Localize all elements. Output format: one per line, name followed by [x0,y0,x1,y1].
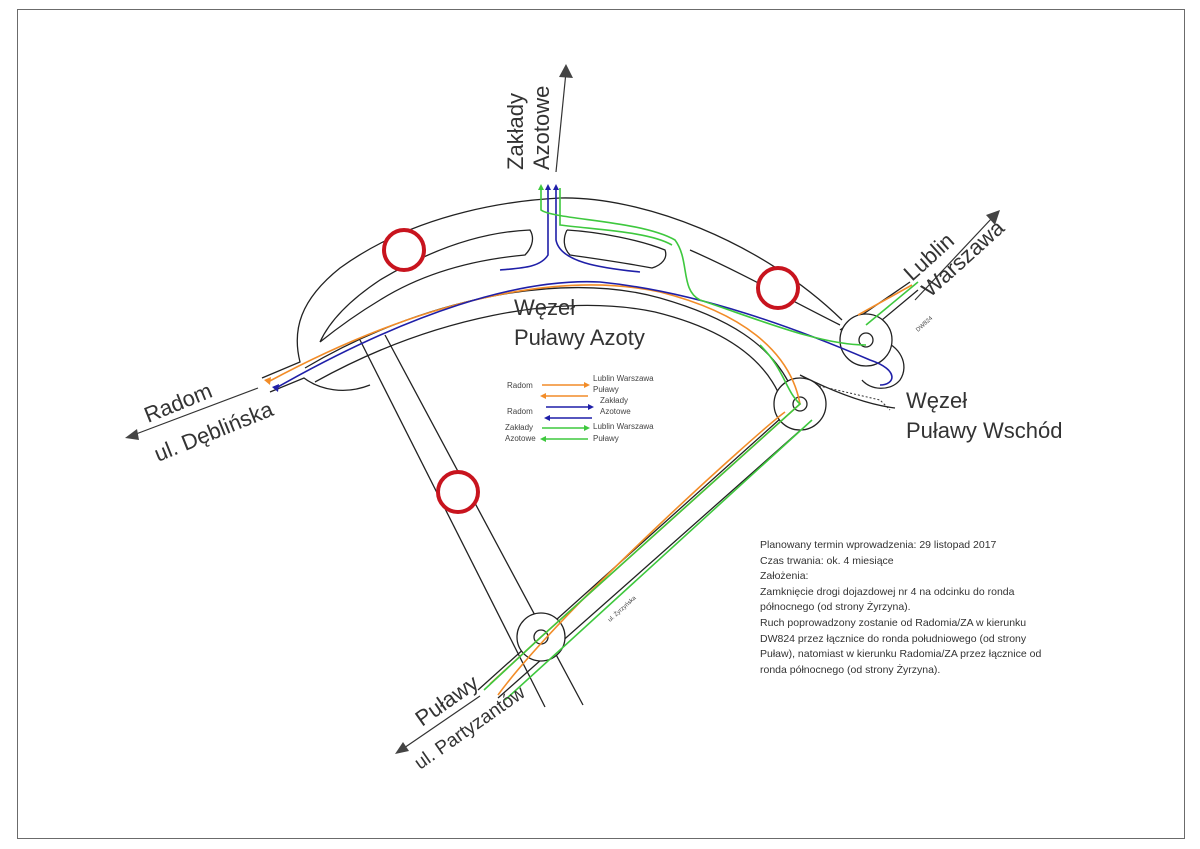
legend-arrow-orange-b [540,393,546,399]
arrowhead-blue-n [545,184,551,190]
legend-dest-1b: Puławy [593,385,619,394]
legend-dest-3b: Puławy [593,434,619,443]
note-line: Czas trwania: ok. 4 miesiące [760,554,894,567]
arrowhead-blue-n2 [553,184,559,190]
north-loop-inner [319,229,534,343]
label-wezel-wschod-1: Węzeł [906,388,967,413]
legend-arrow-orange-a [584,382,590,388]
note-line: Zamknięcie drogi dojazdowej nr 4 na odci… [760,585,1015,598]
route-green-south [483,344,802,691]
note-line: północnego (od strony Żyrzyna). [760,601,911,614]
arrow-sw-head [395,742,409,754]
arrow-north-zaklady [555,71,567,173]
roundabout-north-island [858,332,874,348]
legend-dest-2a: Zakłady [600,396,628,405]
arrow-north-head [559,64,573,78]
direction-arrows [125,64,1000,754]
route-arrowheads [264,184,559,392]
cross-road-west [359,339,546,708]
closure-sign-2 [756,266,800,310]
arrowhead-blue-w [272,384,279,392]
legend-radom-1: Radom [507,381,533,390]
arrowhead-orange-w [264,377,271,385]
label-zyrzynska: ul. Żyrzyńska [607,594,638,623]
legend-radom-2: Radom [507,407,533,416]
closure-sign-3 [436,470,480,514]
note-line: Założenia: [760,570,809,583]
closure-signs [382,228,800,514]
arrow-ne-head [986,210,1000,225]
note-line: DW824 przez łącznice do ronda południowe… [760,632,1027,645]
page-frame [17,9,1185,839]
east-small-loop [861,339,905,389]
legend-arrow-green-b [540,436,546,442]
route-green-south-2 [504,419,813,701]
north-loop-outer [261,197,843,379]
route-green [540,188,867,346]
route-green-ne [865,281,919,326]
legend-dest-3a: Lublin Warszawa [593,422,654,431]
traffic-routes [267,188,919,701]
note-line: Puław), natomiast w kierunku Radomia/ZA … [760,648,1042,661]
arrow-west-radom [135,387,259,435]
label-dw824: DW824 [915,315,934,333]
label-wezel-azoty-2: Puławy Azoty [514,325,645,350]
closure-sign-1 [382,228,426,272]
arrowhead-green-n [538,184,544,190]
label-wezel-azoty-1: Węzeł [514,295,575,320]
route-green-2 [559,188,673,246]
route-blue-north [499,188,549,271]
north-island [563,229,667,269]
route-blue [275,280,893,389]
label-radom: Radom [141,378,216,428]
dashed-link [814,384,891,411]
legend: Radom Lublin Warszawa Puławy Radom Zakła… [505,374,654,443]
note-line: Ruch poprowadzony zostanie od Radomia/ZA… [760,616,1027,629]
note-line: ronda północnego (od strony Żyrzyna). [760,663,941,676]
legend-src-3b: Azotowe [505,434,536,443]
arrow-sw-pulawy [403,695,481,749]
legend-arrow-blue-a [588,404,594,410]
legend-src-3a: Zakłady [505,423,533,432]
label-wezel-wschod-2: Puławy Wschód [906,418,1063,443]
label-azotowe: Azotowe [529,86,554,170]
arrow-ne-lublin [914,217,993,301]
note-line: Planowany termin wprowadzenia: 29 listop… [760,539,997,551]
main-arc-lower [314,304,779,393]
legend-dest-1a: Lublin Warszawa [593,374,654,383]
legend-arrow-green-a [584,425,590,431]
route-orange-south [497,411,786,696]
legend-arrow-blue-b [544,415,550,421]
route-orange-ne [857,284,913,316]
notes-block: Planowany termin wprowadzenia: 29 listop… [760,538,1060,678]
route-blue-north-2 [555,188,641,273]
arrow-west-head [125,429,139,440]
west-road-lower [269,377,371,393]
label-zaklady: Zakłady [503,93,528,170]
legend-dest-2b: Azotowe [600,407,631,416]
